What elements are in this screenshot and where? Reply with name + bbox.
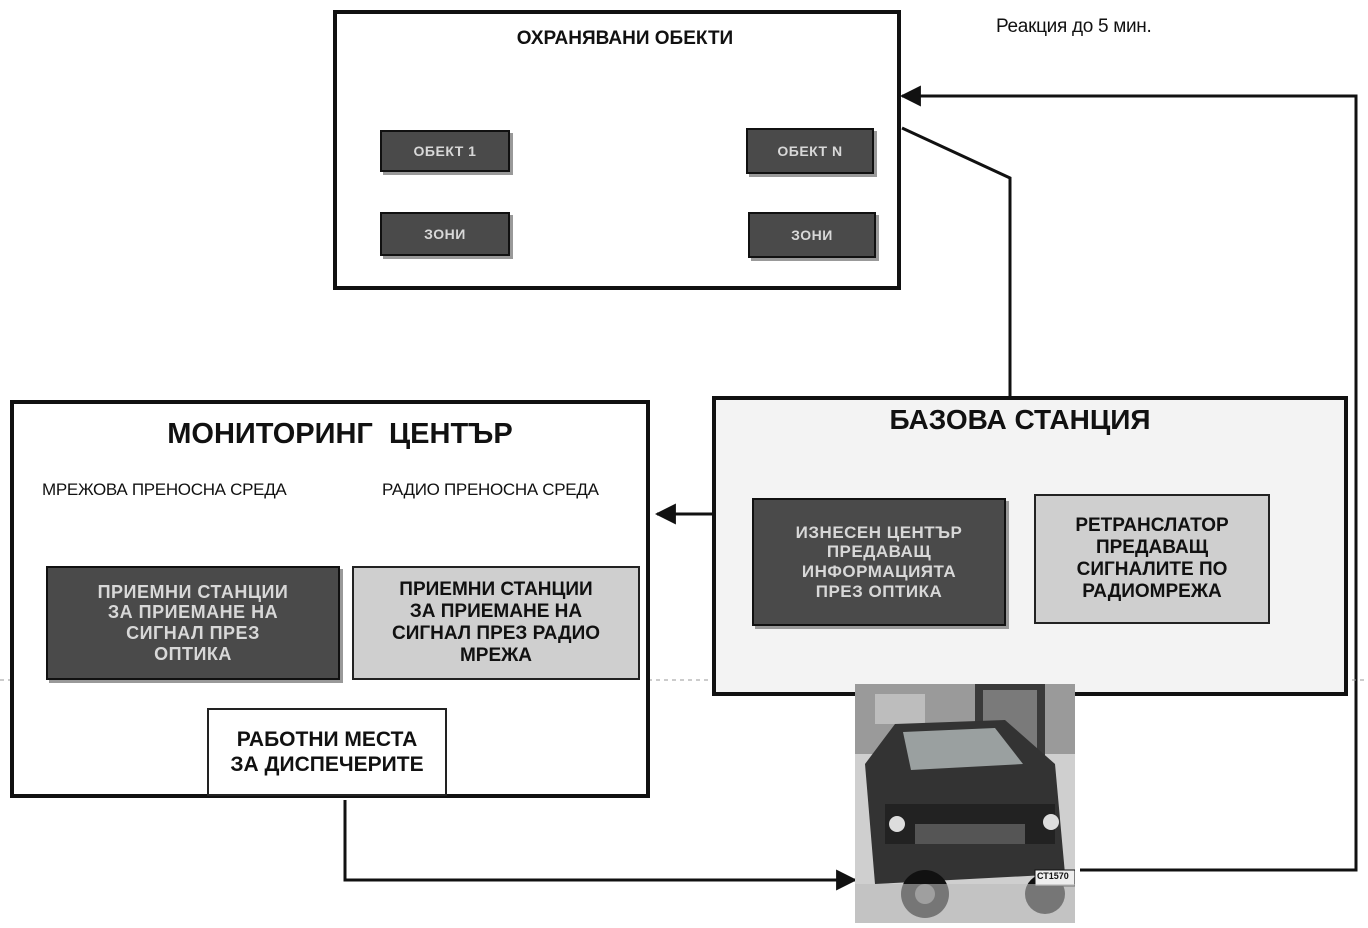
remote-center-box: ИЗНЕСЕН ЦЕНТЪР ПРЕДАВАЩ ИНФОРМАЦИЯТА ПРЕ… <box>752 498 1006 626</box>
radio-medium-label: РАДИО ПРЕНОСНА СРЕДА <box>382 480 599 499</box>
reaction-time-note: Реакция до 5 мин. <box>996 16 1152 37</box>
object-n-box: ОБЕКТ N <box>746 128 874 174</box>
zones-n-box: ЗОНИ <box>748 212 876 258</box>
repeater-box: РЕТРАНСЛАТОР ПРЕДАВАЩ СИГНАЛИТЕ ПО РАДИО… <box>1034 494 1270 624</box>
optic-receivers-box: ПРИЕМНИ СТАНЦИИ ЗА ПРИЕМАНЕ НА СИГНАЛ ПР… <box>46 566 340 680</box>
arrow-protected-to-base <box>901 126 1021 418</box>
monitoring-center-title: МОНИТОРИНГ ЦЕНТЪР <box>167 418 513 450</box>
vehicle-illustration <box>855 684 1076 923</box>
radio-receivers-box: ПРИЕМНИ СТАНЦИИ ЗА ПРИЕМАНЕ НА СИГНАЛ ПР… <box>352 566 640 680</box>
object-1-box: ОБЕКТ 1 <box>380 130 510 172</box>
base-station-title: БАЗОВА СТАНЦИЯ <box>889 404 1151 435</box>
dispatcher-workplaces-box: РАБОТНИ МЕСТА ЗА ДИСПЕЧЕРИТЕ <box>207 708 447 796</box>
arrow-loop-to-protected <box>899 85 1358 872</box>
protected-objects-title: ОХРАНЯВАНИ ОБЕКТИ <box>516 28 734 49</box>
network-medium-label: МРЕЖОВА ПРЕНОСНА СРЕДА <box>42 480 287 499</box>
arrow-monitoring-to-vehicle <box>343 800 858 891</box>
zones-1-box: ЗОНИ <box>380 212 510 256</box>
vehicle-photo: СТ1570 <box>855 684 1076 923</box>
license-plate: СТ1570 <box>1037 871 1069 881</box>
